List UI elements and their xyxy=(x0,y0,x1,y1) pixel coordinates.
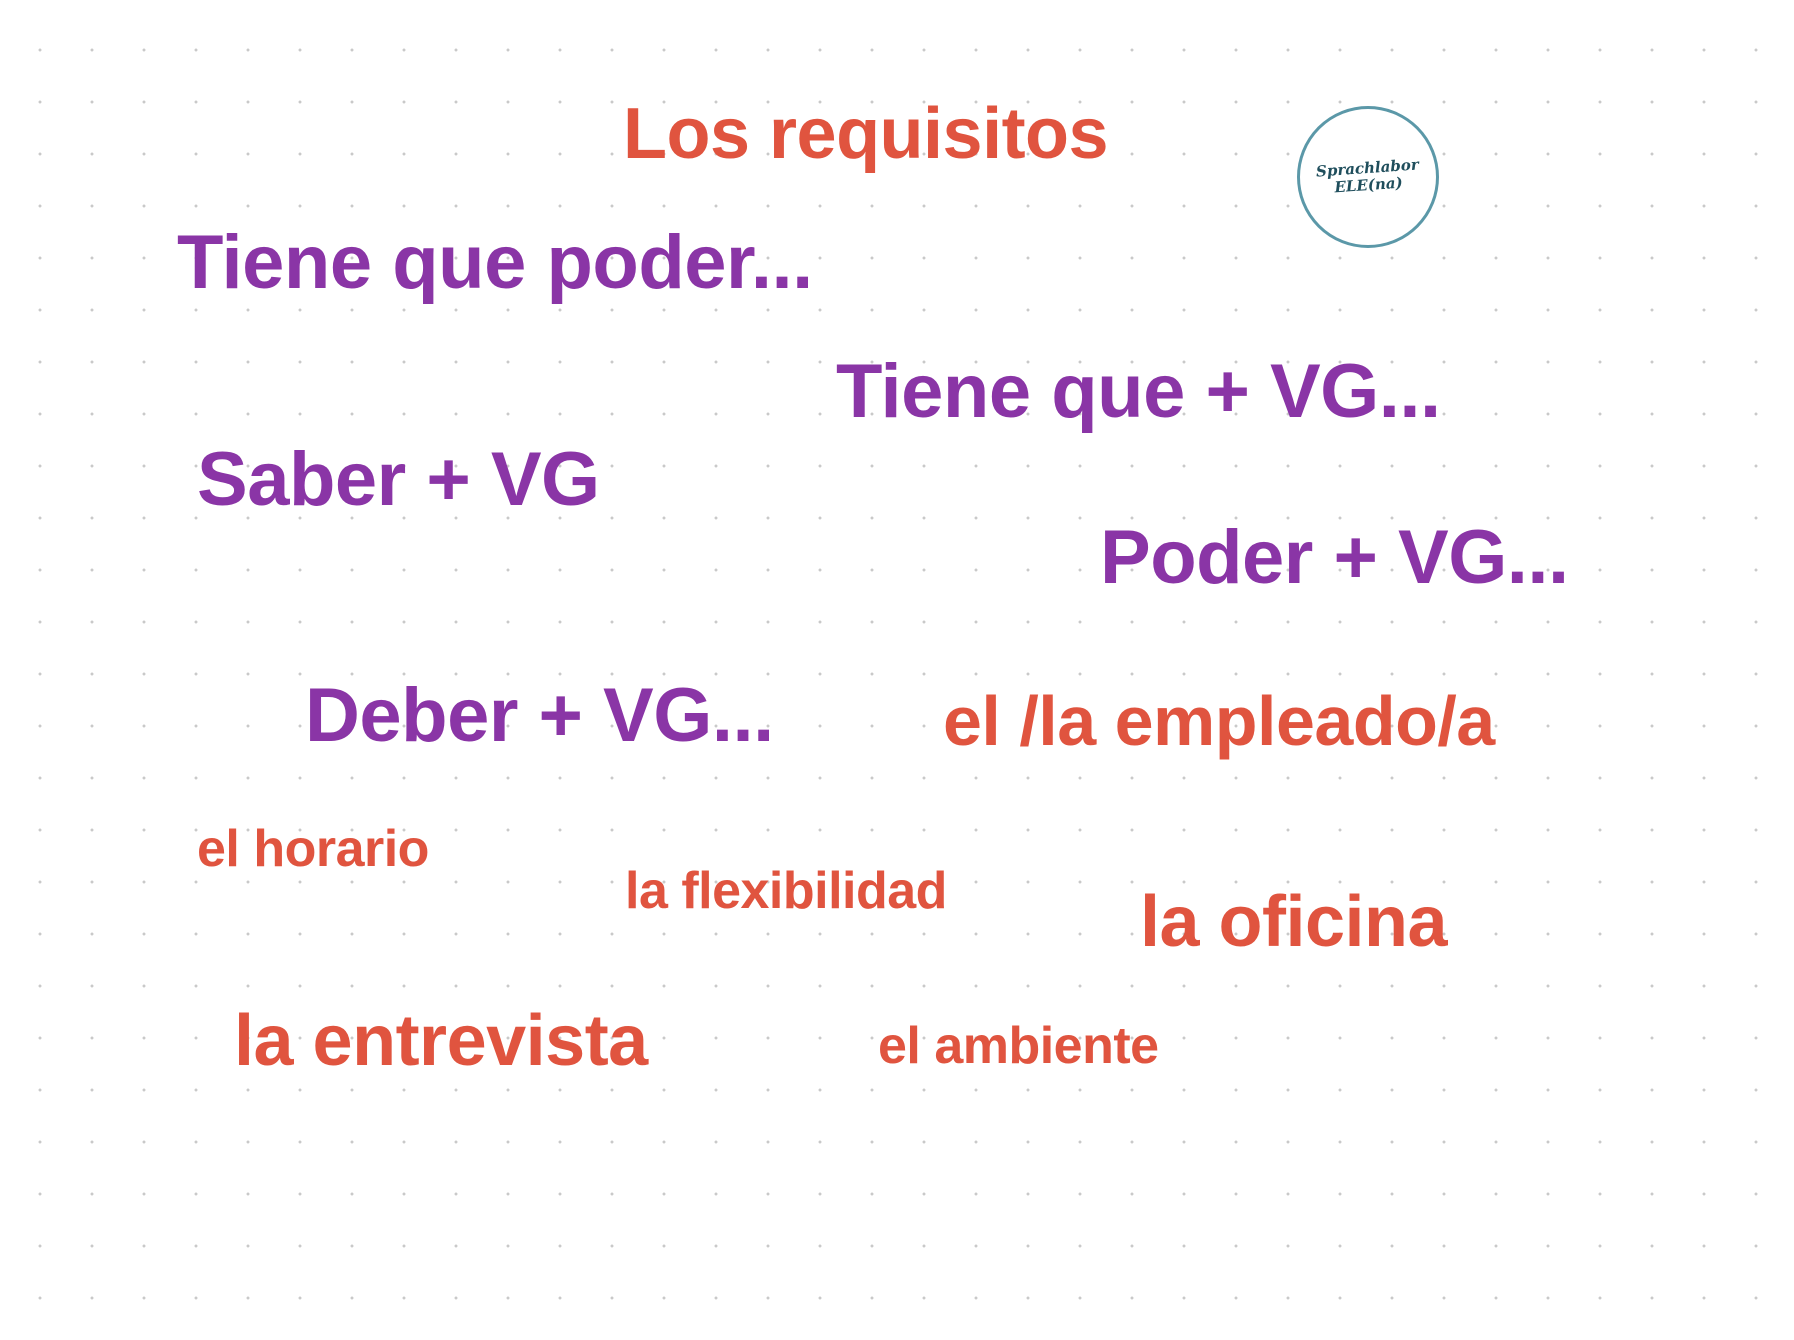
logo: Sprachlabor ELE(na) xyxy=(1297,106,1439,248)
vocab-entrevista: la entrevista xyxy=(234,1001,648,1081)
vocab-flexibilidad: la flexibilidad xyxy=(625,862,947,920)
phrase-tiene-que-poder: Tiene que poder... xyxy=(177,220,813,305)
logo-text: Sprachlabor ELE(na) xyxy=(1315,155,1420,197)
vocab-empleado: el /la empleado/a xyxy=(943,682,1495,760)
vocab-horario: el horario xyxy=(197,820,429,878)
phrase-poder-vg: Poder + VG... xyxy=(1100,515,1569,600)
phrase-saber-vg: Saber + VG xyxy=(197,437,600,522)
phrase-deber-vg: Deber + VG... xyxy=(305,673,774,758)
phrase-tiene-que-vg: Tiene que + VG... xyxy=(836,349,1441,434)
vocab-ambiente: el ambiente xyxy=(878,1017,1159,1075)
page-title: Los requisitos xyxy=(623,94,1109,174)
vocab-oficina: la oficina xyxy=(1140,882,1448,962)
